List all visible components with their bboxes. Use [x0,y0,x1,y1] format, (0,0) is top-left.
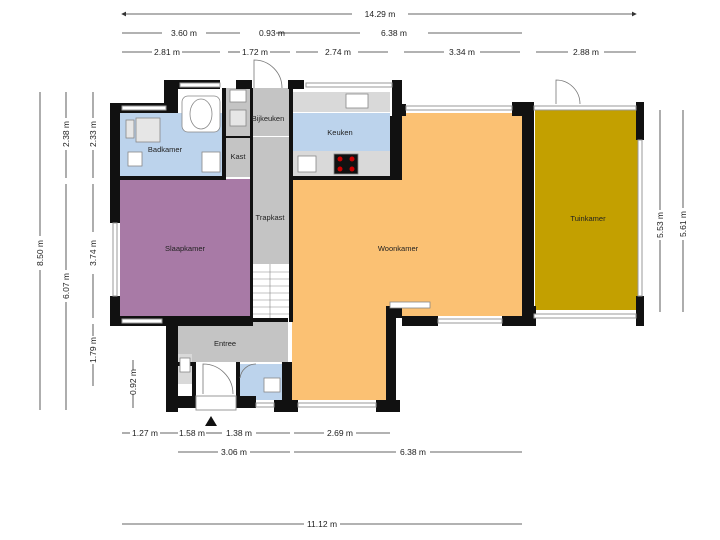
windows [112,82,643,411]
dim-left-inner-2: 3.74 m [88,240,98,266]
utility-sink [229,89,247,103]
sink-bath [127,151,143,167]
room-stairs [252,264,289,320]
dim-top-row3-4: 3.34 m [449,47,475,57]
dim-bottom-row1-3: 1.38 m [226,428,252,438]
toilet-bath [125,119,135,139]
room-slaapkamer [120,179,250,316]
dim-left-outer: 8.50 m [35,240,45,266]
shower-tray [135,117,161,143]
room-fills [120,88,638,400]
dim-top-row2-2: 0.93 m [259,28,285,38]
dim-bottom-row1-4: 2.69 m [327,428,353,438]
dim-left-inner-1: 2.33 m [88,121,98,147]
dim-left-inner-4: 0.92 m [128,369,138,395]
fireplace [389,301,431,309]
room-labels: Badkamer Bijkeuken Keuken Kast Trapkast … [148,114,606,348]
toilet-entree [179,357,191,373]
dimension-lines [39,11,684,525]
staircase [252,264,289,320]
dim-right-2: 5.61 m [678,211,688,237]
dim-top-row3-3: 2.74 m [325,47,351,57]
dim-bottom-row1-2: 1.58 m [179,428,205,438]
entrance-arrow-icon [205,416,217,426]
dim-bottom-row1-1: 1.27 m [132,428,158,438]
label-keuken: Keuken [327,128,352,137]
label-tuinkamer: Tuinkamer [570,214,606,223]
label-kast: Kast [230,152,246,161]
stove [333,153,359,175]
doors [202,59,581,395]
dim-left-inner-3: 1.79 m [88,337,98,363]
room-entree [178,322,288,362]
label-woonkamer: Woonkamer [378,244,419,253]
kitchen-sink [345,93,369,109]
dim-bottom-total: 11.12 m [307,519,337,529]
room-kast [226,137,250,177]
dim-top-row2-1: 3.60 m [171,28,197,38]
toilet-wc [263,377,281,393]
dim-top-row3-2: 1.72 m [242,47,268,57]
dim-bottom-row2-1: 3.06 m [221,447,247,457]
room-tuinkamer [535,110,638,310]
dim-left-mid-1: 2.38 m [61,121,71,147]
room-woonkamer [292,113,522,400]
dim-top-row2-3: 6.38 m [381,28,407,38]
washer [229,109,247,127]
room-entrance-porch [196,364,236,394]
dim-top-row3-5: 2.88 m [573,47,599,57]
dim-left-mid-2: 6.07 m [61,273,71,299]
dim-right-1: 5.53 m [655,212,665,238]
dim-bottom-row2-2: 6.38 m [400,447,426,457]
dim-top-total: 14.29 m [365,9,396,19]
fixtures [125,89,431,393]
kitchen-counter-top [293,92,390,112]
label-entree: Entree [214,339,236,348]
walls [110,80,644,412]
kitchen-sink-2 [297,155,317,173]
dim-top-row3-1: 2.81 m [154,47,180,57]
label-bijkeuken: Bijkeuken [252,114,285,123]
dimension-labels: 14.29 m 3.60 m 0.93 m 6.38 m 2.81 m 1.72… [35,9,688,529]
sink-bath-2 [201,151,221,173]
label-badkamer: Badkamer [148,145,183,154]
label-trapkast: Trapkast [256,213,286,222]
label-slaapkamer: Slaapkamer [165,244,206,253]
